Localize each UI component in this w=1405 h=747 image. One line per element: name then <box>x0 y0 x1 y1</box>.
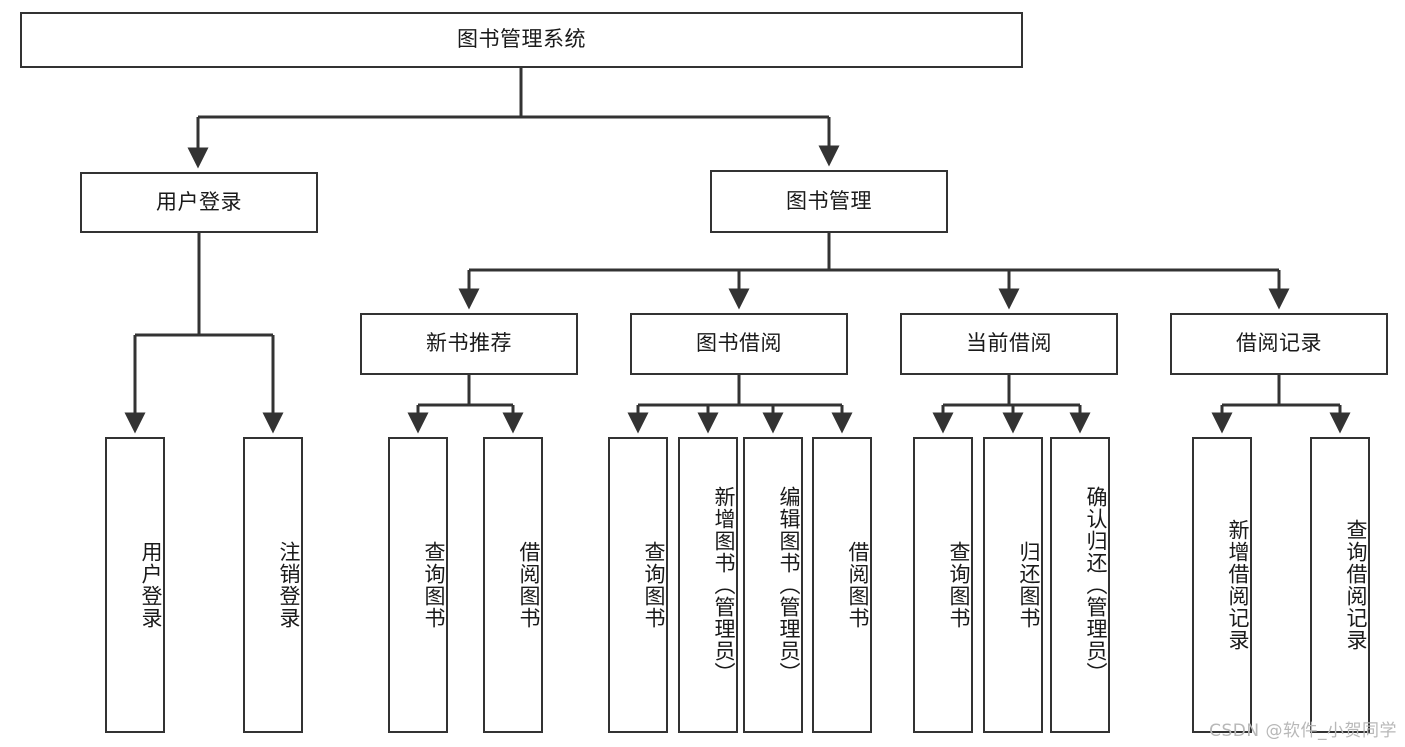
node-leaf-add-book[interactable]: 新增图书（管理员） <box>678 437 738 733</box>
node-leaf-confirm-return-label: 确认归还（管理员） <box>1084 486 1108 684</box>
node-leaf-borrow-book-2[interactable]: 借阅图书 <box>812 437 872 733</box>
node-leaf-add-book-label: 新增图书（管理员） <box>712 486 736 684</box>
node-new-book-rec-label: 新书推荐 <box>426 331 512 356</box>
node-borrow-record-label: 借阅记录 <box>1236 331 1322 356</box>
node-current-borrow-label: 当前借阅 <box>966 331 1052 356</box>
node-leaf-query-book-1[interactable]: 查询图书 <box>388 437 448 733</box>
node-leaf-edit-book[interactable]: 编辑图书（管理员） <box>743 437 803 733</box>
node-leaf-borrow-book-2-label: 借阅图书 <box>846 541 870 629</box>
node-book-borrow[interactable]: 图书借阅 <box>630 313 848 375</box>
node-leaf-add-record-label: 新增借阅记录 <box>1226 519 1250 651</box>
node-leaf-query-book-3-label: 查询图书 <box>947 541 971 629</box>
node-root[interactable]: 图书管理系统 <box>20 12 1023 68</box>
node-leaf-confirm-return[interactable]: 确认归还（管理员） <box>1050 437 1110 733</box>
node-book-borrow-label: 图书借阅 <box>696 331 782 356</box>
node-leaf-query-book-2-label: 查询图书 <box>642 541 666 629</box>
node-leaf-return-book-label: 归还图书 <box>1017 541 1041 629</box>
node-leaf-query-record-label: 查询借阅记录 <box>1344 519 1368 651</box>
node-leaf-edit-book-label: 编辑图书（管理员） <box>777 486 801 684</box>
node-leaf-logout[interactable]: 注销登录 <box>243 437 303 733</box>
node-leaf-add-record[interactable]: 新增借阅记录 <box>1192 437 1252 733</box>
node-leaf-query-record[interactable]: 查询借阅记录 <box>1310 437 1370 733</box>
node-new-book-rec[interactable]: 新书推荐 <box>360 313 578 375</box>
node-book-manage[interactable]: 图书管理 <box>710 170 948 233</box>
node-user-login-label: 用户登录 <box>156 189 242 214</box>
node-current-borrow[interactable]: 当前借阅 <box>900 313 1118 375</box>
node-leaf-query-book-3[interactable]: 查询图书 <box>913 437 973 733</box>
node-leaf-user-login[interactable]: 用户登录 <box>105 437 165 733</box>
csdn-watermark: CSDN @软件_小贺同学 <box>1209 721 1397 741</box>
node-leaf-query-book-1-label: 查询图书 <box>422 541 446 629</box>
node-leaf-borrow-book-1[interactable]: 借阅图书 <box>483 437 543 733</box>
node-book-manage-label: 图书管理 <box>786 188 872 213</box>
node-leaf-query-book-2[interactable]: 查询图书 <box>608 437 668 733</box>
node-leaf-user-login-label: 用户登录 <box>139 541 163 629</box>
node-root-label: 图书管理系统 <box>457 27 586 52</box>
node-leaf-return-book[interactable]: 归还图书 <box>983 437 1043 733</box>
node-borrow-record[interactable]: 借阅记录 <box>1170 313 1388 375</box>
node-leaf-logout-label: 注销登录 <box>277 541 301 629</box>
node-leaf-borrow-book-1-label: 借阅图书 <box>517 541 541 629</box>
node-user-login[interactable]: 用户登录 <box>80 172 318 233</box>
